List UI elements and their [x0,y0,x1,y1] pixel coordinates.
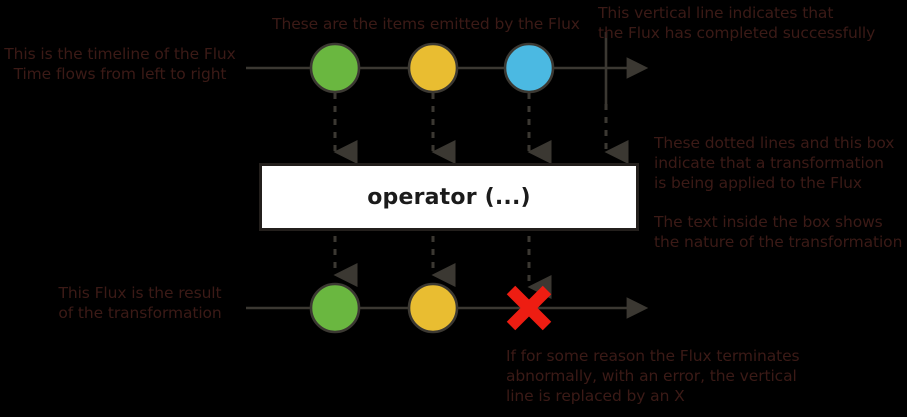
annotation-box-text: The text inside the box shows the nature… [654,213,903,251]
annotation-error: If for some reason the Flux terminates a… [506,347,800,405]
marble-blue [503,42,555,94]
error-x-icon [506,285,552,331]
result-marble-green [309,282,361,334]
marble-yellow [407,42,459,94]
annotation-completion: This vertical line indicates that the Fl… [598,4,876,42]
operator-label: operator (...) [367,184,531,210]
annotation-transformation: These dotted lines and this box indicate… [654,134,895,192]
annotation-timeline: This is the timeline of the Flux Time fl… [4,45,236,83]
annotation-result: This Flux is the result of the transform… [58,284,222,322]
marble-green [309,42,361,94]
operator-box: operator (...) [259,163,639,231]
result-marble-yellow [407,282,459,334]
result-timeline [246,282,649,334]
transform-arrows-in [333,93,629,164]
annotation-items: These are the items emitted by the Flux [272,15,580,33]
source-timeline [246,32,649,104]
transform-arrows-out [333,236,552,299]
